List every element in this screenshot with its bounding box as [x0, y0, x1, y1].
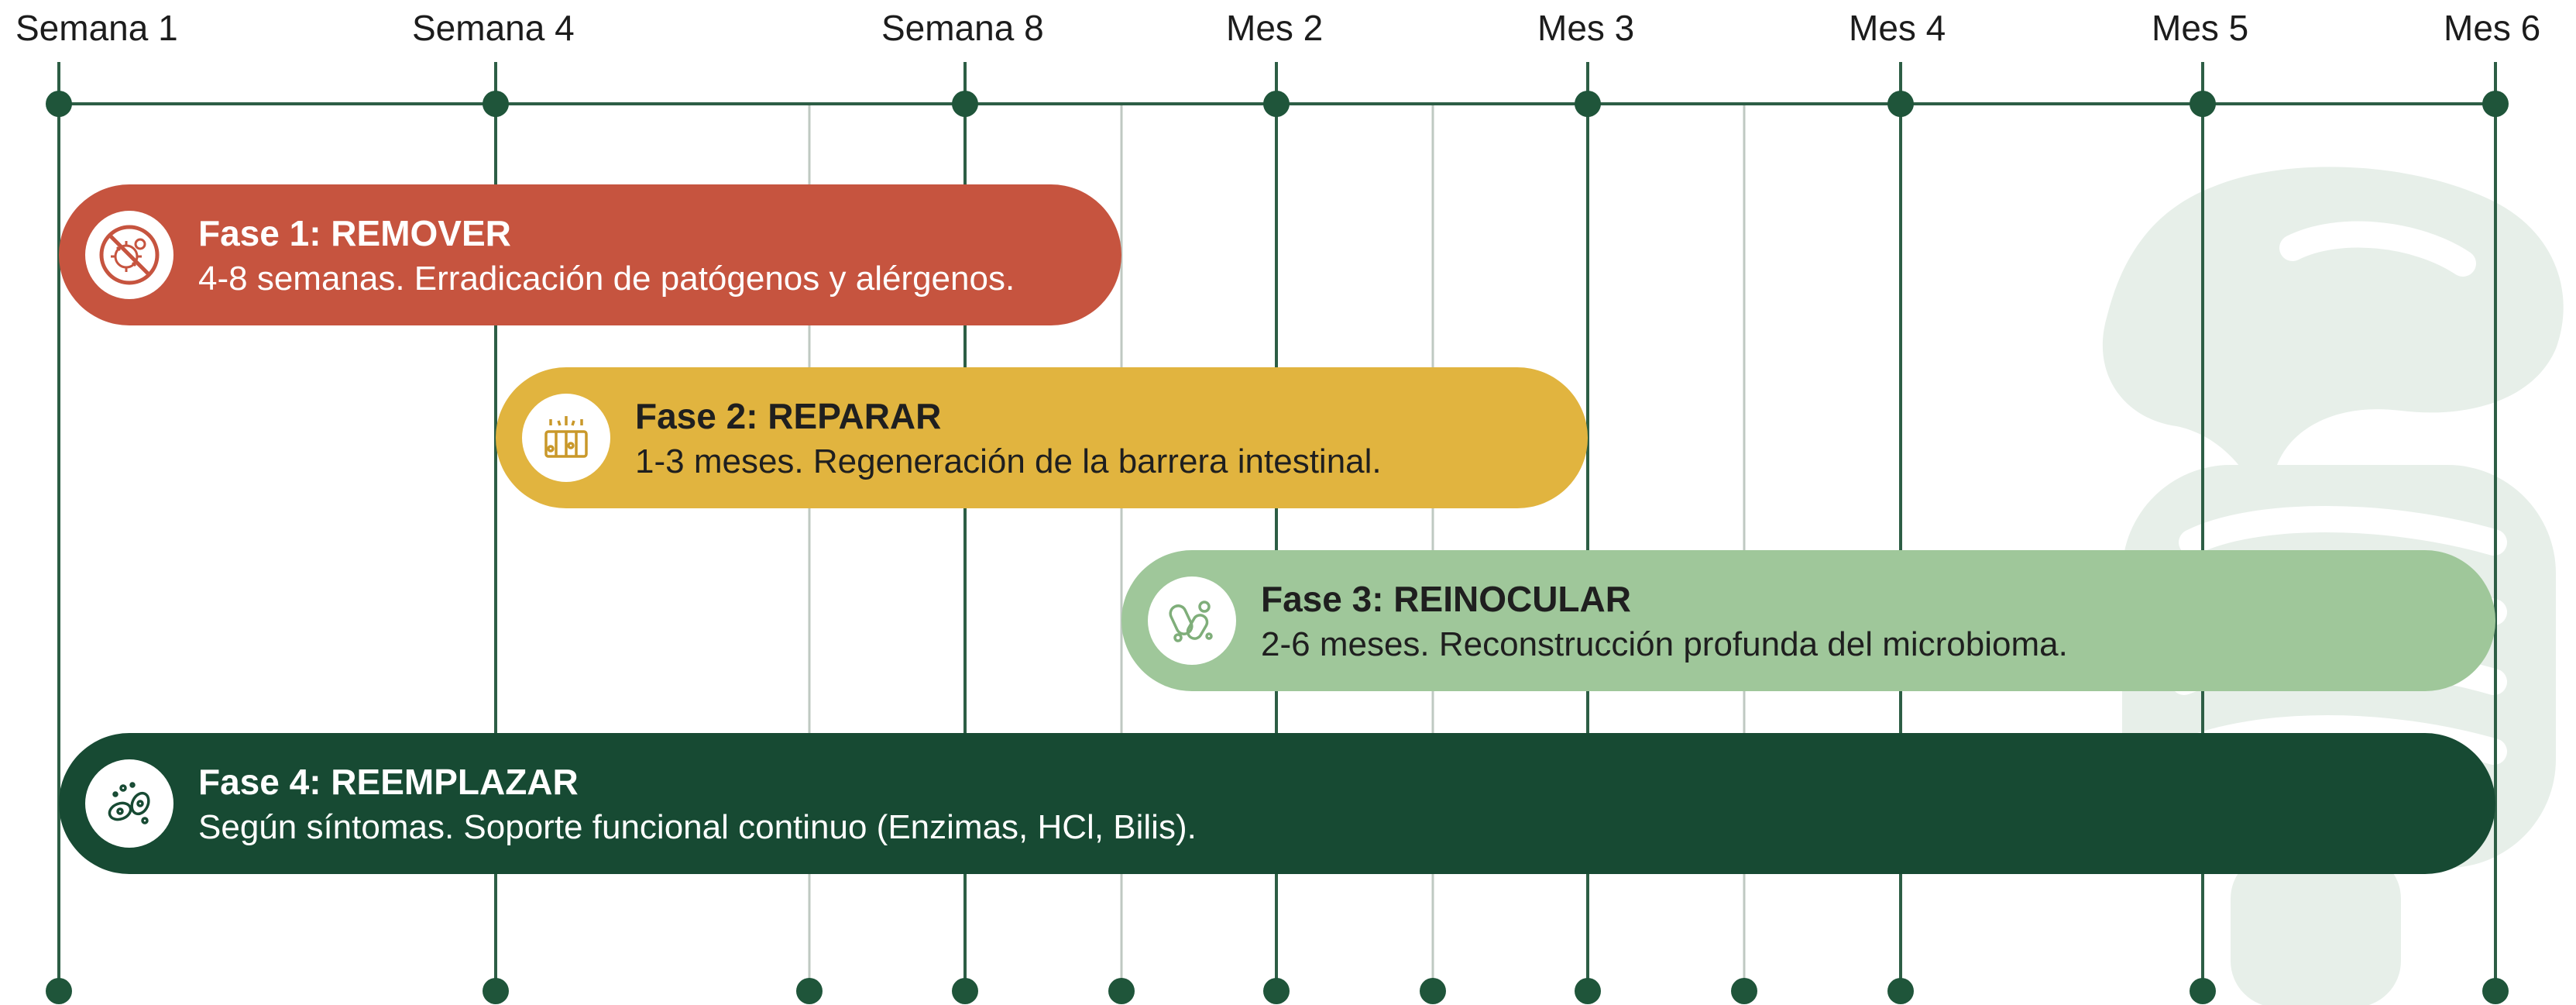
- timeline-dot: [1263, 91, 1290, 117]
- timeline-dot: [1575, 91, 1601, 117]
- tick-label-semana-1: Semana 1: [15, 8, 178, 48]
- phase-4-description: Según síntomas. Soporte funcional contin…: [198, 808, 1197, 846]
- bottom-dot: [1420, 978, 1446, 1004]
- bottom-dot: [1575, 978, 1601, 1004]
- timeline-dot: [2190, 91, 2216, 117]
- phase-3-bar: Fase 3: REINOCULAR 2-6 meses. Reconstruc…: [1121, 550, 2495, 691]
- phase-2-bar: Fase 2: REPARAR 1-3 meses. Regeneración …: [496, 367, 1588, 508]
- bottom-dot: [483, 978, 509, 1004]
- tick-label-mes-2: Mes 2: [1226, 8, 1324, 48]
- phase-3-title: Fase 3: REINOCULAR: [1261, 579, 1631, 619]
- tick-label-mes-6: Mes 6: [2444, 8, 2541, 48]
- no-pathogen-icon: [85, 211, 173, 299]
- tick-label-mes-4: Mes 4: [1849, 8, 1946, 48]
- timeline-dot: [46, 91, 72, 117]
- tick-label-mes-3: Mes 3: [1537, 8, 1635, 48]
- timeline-dot: [952, 91, 978, 117]
- phase-2-title: Fase 2: REPARAR: [635, 396, 942, 436]
- bacteria-icon: [1148, 576, 1236, 665]
- phase-3-description: 2-6 meses. Reconstrucción profunda del m…: [1261, 625, 2068, 663]
- bottom-dot: [1731, 978, 1757, 1004]
- bottom-dot: [1263, 978, 1290, 1004]
- tick-label-mes-5: Mes 5: [2152, 8, 2249, 48]
- bottom-dot: [2190, 978, 2216, 1004]
- bottom-dot: [2482, 978, 2509, 1004]
- bottom-dot: [1108, 978, 1135, 1004]
- bottom-dot: [796, 978, 823, 1004]
- phase-2-description: 1-3 meses. Regeneración de la barrera in…: [635, 442, 1382, 480]
- bottom-dot: [46, 978, 72, 1004]
- timeline-dot: [1887, 91, 1914, 117]
- intestinal-barrier-icon: [522, 394, 610, 482]
- phase-4-bar: Fase 4: REEMPLAZAR Según síntomas. Sopor…: [59, 733, 2495, 874]
- phase-4-title: Fase 4: REEMPLAZAR: [198, 762, 579, 802]
- timeline-dot: [2482, 91, 2509, 117]
- tick-label-semana-8: Semana 8: [881, 8, 1044, 48]
- phase-1-title: Fase 1: REMOVER: [198, 213, 511, 253]
- phase-1-description: 4-8 semanas. Erradicación de patógenos y…: [198, 260, 1015, 298]
- tick-label-semana-4: Semana 4: [412, 8, 575, 48]
- bottom-dot: [952, 978, 978, 1004]
- enzyme-cells-icon: [85, 759, 173, 848]
- bottom-dot: [1887, 978, 1914, 1004]
- timeline-dot: [483, 91, 509, 117]
- phase-1-bar: Fase 1: REMOVER 4-8 semanas. Erradicació…: [59, 184, 1121, 325]
